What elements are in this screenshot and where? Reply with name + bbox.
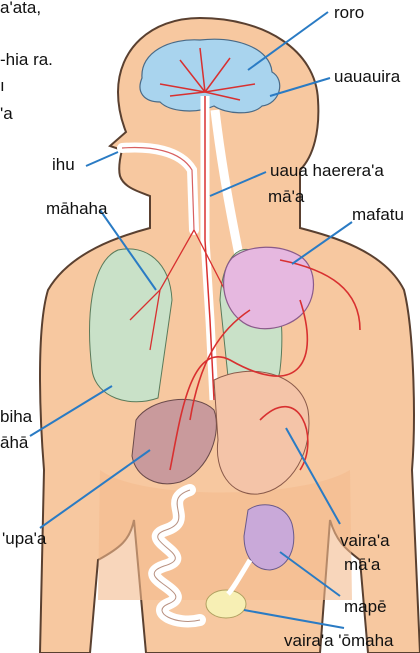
label-biha: biha	[0, 408, 32, 426]
label-mahaha: māhaha	[46, 200, 107, 218]
lung-left	[90, 249, 172, 402]
label-ma-a-bottom: mā'a	[344, 556, 380, 574]
text-fragment: a'ata,	[0, 0, 41, 18]
kidney-shape	[244, 505, 294, 570]
label-mape: mapē	[344, 598, 387, 616]
label-uaua-haerera-a: uaua haerera'a	[270, 162, 384, 180]
brain-shape	[140, 39, 280, 113]
pointer-ihu	[86, 152, 118, 166]
label-vaira-a: vaira'a	[340, 532, 390, 550]
label-ma-a-top: mā'a	[268, 188, 304, 206]
label-roro: roro	[334, 4, 364, 22]
label-vaira-a-omaha: vaira'a 'ōmaha	[284, 632, 394, 650]
label-mafatu: mafatu	[352, 206, 404, 224]
label-upa-a: 'upa'a	[2, 530, 46, 548]
label-ihu: ihu	[52, 156, 75, 174]
label-aha: āhā	[0, 434, 28, 452]
label-uauauira: uauauira	[334, 68, 400, 86]
text-fragment: -hia ra.	[0, 50, 53, 70]
text-fragment: 'a	[0, 104, 13, 124]
text-fragment: ı	[0, 76, 5, 96]
bladder-shape	[206, 590, 246, 618]
